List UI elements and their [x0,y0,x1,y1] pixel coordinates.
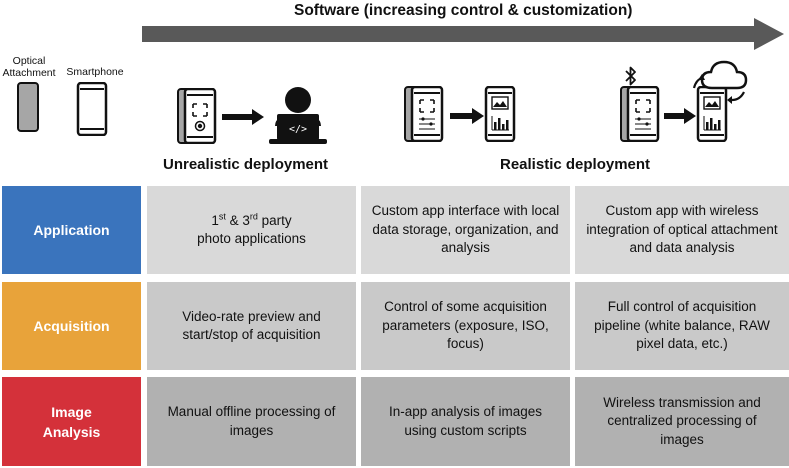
application-unrealistic-cell: 1st & 3rd party photo applications [147,186,356,274]
smartphone-icon [76,82,108,136]
flow-arrow-3 [664,108,696,124]
row-label-application: Application [2,186,141,274]
acquisition-unrealistic-cell: Video-rate preview and start/stop of acq… [147,282,356,370]
phone-analysis-icon [484,86,516,142]
image-analysis-unrealistic-cell: Manual offline processing of images [147,377,356,466]
software-progress-arrow [142,18,784,50]
realistic-deployment-label: Realistic deployment [500,156,651,173]
person-laptop-icon: </> [269,87,327,144]
flow-arrow-2 [450,108,484,124]
attached-phone-controls-icon [404,86,444,142]
application-col1-ordinal-3: & 3 [225,212,250,228]
wireless-attached-phone-icon [620,86,660,142]
phone-cloud-analysis-icon [696,86,728,142]
unrealistic-deployment-label: Unrealistic deployment [163,156,329,173]
legend-smartphone-label: Smartphone [66,66,124,78]
application-col1-sup-2: rd [249,211,258,221]
application-realistic-wireless-cell: Custom app with wireless integration of … [575,186,789,274]
acquisition-realistic-wireless-cell: Full control of acquisition pipeline (wh… [575,282,789,370]
svg-text:</>: </> [289,124,307,135]
legend-optical-attachment-label: Optical Attachment [2,55,56,79]
cloud-sync-icon [692,60,748,104]
image-analysis-realistic-local-cell: In-app analysis of images using custom s… [361,377,570,466]
application-realistic-local-cell: Custom app interface with local data sto… [361,186,570,274]
application-col1-line2: photo applications [197,231,306,246]
acquisition-realistic-local-cell: Control of some acquisition parameters (… [361,282,570,370]
attached-phone-camera-icon [177,88,217,144]
software-axis-title: Software (increasing control & customiza… [294,2,633,19]
flow-arrow-1 [222,109,264,125]
application-col1-ordinal-1: 1 [211,212,219,228]
application-col1-party: party [257,212,292,228]
optical-attachment-icon [17,82,39,132]
image-analysis-realistic-wireless-cell: Wireless transmission and centralized pr… [575,377,789,466]
row-label-image-analysis: Image Analysis [2,377,141,466]
row-label-acquisition: Acquisition [2,282,141,370]
bluetooth-icon [625,66,636,86]
application-col1-sup-1: st [218,211,226,221]
